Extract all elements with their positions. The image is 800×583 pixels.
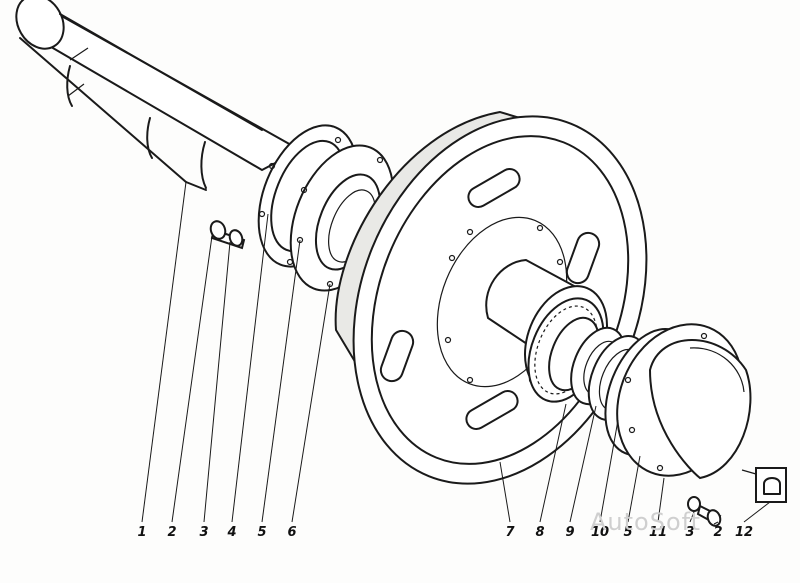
callout-9: 9	[565, 525, 575, 540]
callout-6: 6	[287, 525, 297, 540]
callout-12: 12	[734, 525, 754, 540]
detail-box-12	[741, 467, 787, 503]
callout-5: 5	[257, 525, 267, 540]
end-cover	[616, 323, 752, 480]
watermark-text: AutoSoft	[590, 508, 702, 536]
callout-8: 8	[535, 525, 545, 540]
callout-2-right: 2	[713, 525, 723, 540]
callout-3-right: 3	[685, 525, 695, 540]
callout-1: 1	[137, 525, 147, 540]
callout-5-right: 5	[623, 525, 633, 540]
callout-2: 2	[167, 525, 177, 540]
shaft	[15, 0, 303, 191]
callout-7: 7	[505, 525, 515, 540]
callout-10: 10	[590, 525, 610, 540]
callout-11: 11	[648, 525, 668, 540]
bolt-left	[209, 220, 246, 250]
bolt-right	[687, 496, 722, 527]
callout-3: 3	[199, 525, 209, 540]
callout-4: 4	[227, 525, 237, 540]
leader-lines	[141, 181, 771, 525]
